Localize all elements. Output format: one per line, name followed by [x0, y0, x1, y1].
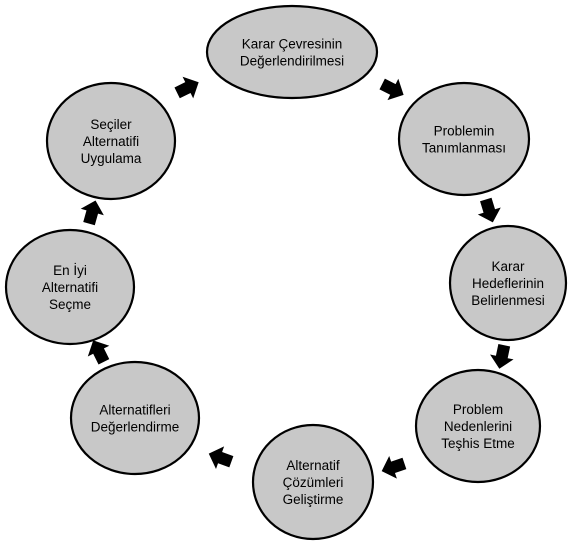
node-label-line: Karar Çevresinin — [242, 37, 343, 52]
node-label-line: Problemin — [434, 124, 495, 139]
node-label-line: Karar — [491, 259, 525, 274]
flow-arrow-icon — [80, 200, 104, 226]
node-label-line: Çözümleri — [283, 475, 344, 490]
node-label-line: Değerlendirilmesi — [240, 54, 344, 69]
node-ellipse — [205, 4, 379, 100]
node-label-line: Nedenlerini — [444, 419, 512, 434]
node-label-line: Tanımlanması — [422, 141, 506, 156]
node-ellipse — [45, 81, 177, 201]
node-label-line: Değerlendirme — [91, 420, 180, 435]
node-ellipse — [397, 81, 531, 197]
flow-arrow-icon — [490, 344, 514, 369]
node-label-line: Seçiler — [90, 117, 132, 132]
flow-arrow-icon — [208, 446, 234, 469]
node-ellipse — [69, 360, 201, 476]
node-label-line: Geliştirme — [283, 492, 344, 507]
flow-arrow-icon — [87, 340, 110, 365]
node-label-line: Uygulama — [81, 151, 142, 166]
node-label-line: Teşhis Etme — [441, 436, 515, 451]
node-label-line: Belirlenmesi — [471, 293, 545, 308]
node-ellipse — [448, 224, 568, 342]
node-label-line: En İyi — [53, 263, 87, 278]
flow-arrow-icon — [381, 455, 407, 479]
flow-arrow-icon — [477, 197, 501, 223]
node-label-line: Alternatifleri — [99, 403, 170, 418]
node-label-line: Seçme — [49, 297, 91, 312]
node-label-line: Alternatif — [286, 458, 340, 473]
node-label-line: Problem — [453, 402, 503, 417]
node-ellipse — [4, 228, 136, 346]
node-label-line: Alternatifi — [42, 280, 98, 295]
node-label-line: Hedeflerinin — [472, 276, 544, 291]
node-ellipse — [251, 423, 375, 541]
node-ellipse — [414, 368, 542, 484]
node-label-line: Alternatifi — [83, 134, 139, 149]
flow-arrow-icon — [174, 76, 199, 99]
flow-arrow-icon — [379, 78, 404, 101]
